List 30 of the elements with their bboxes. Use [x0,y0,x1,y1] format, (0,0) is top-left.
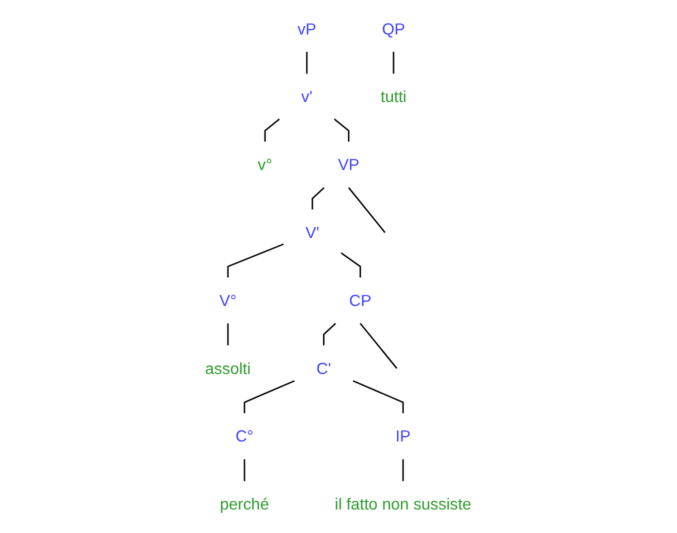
branch-line [393,52,394,74]
branch-line [334,118,350,142]
branch-line [227,243,284,278]
branch-line [264,118,280,142]
branch-line [306,52,308,74]
node-text: perché [220,495,270,514]
node-text: tutti [380,88,407,106]
node-text: QP [382,20,406,38]
node-text: VP [338,156,360,174]
node-text: il fatto non sussiste [334,495,472,514]
branch-line [323,322,336,346]
branch-line [244,459,246,482]
branch-line [348,187,386,233]
branch-line [360,322,398,369]
node-text: C° [236,427,254,446]
node-text: V' [306,223,320,242]
node-text: V° [220,291,237,310]
branch-line [352,380,404,414]
branch-line [244,380,296,414]
node-text: assolti [205,359,251,378]
branch-line [340,252,362,278]
node-text: v° [258,156,272,174]
branch-line [227,323,229,346]
node-text: vP [298,20,316,38]
node-text: IP [396,427,411,446]
node-text: v' [302,88,313,106]
node-text: C' [316,359,332,378]
branch-line [402,459,404,482]
node-text: CP [349,291,372,310]
branch-line [312,187,325,210]
